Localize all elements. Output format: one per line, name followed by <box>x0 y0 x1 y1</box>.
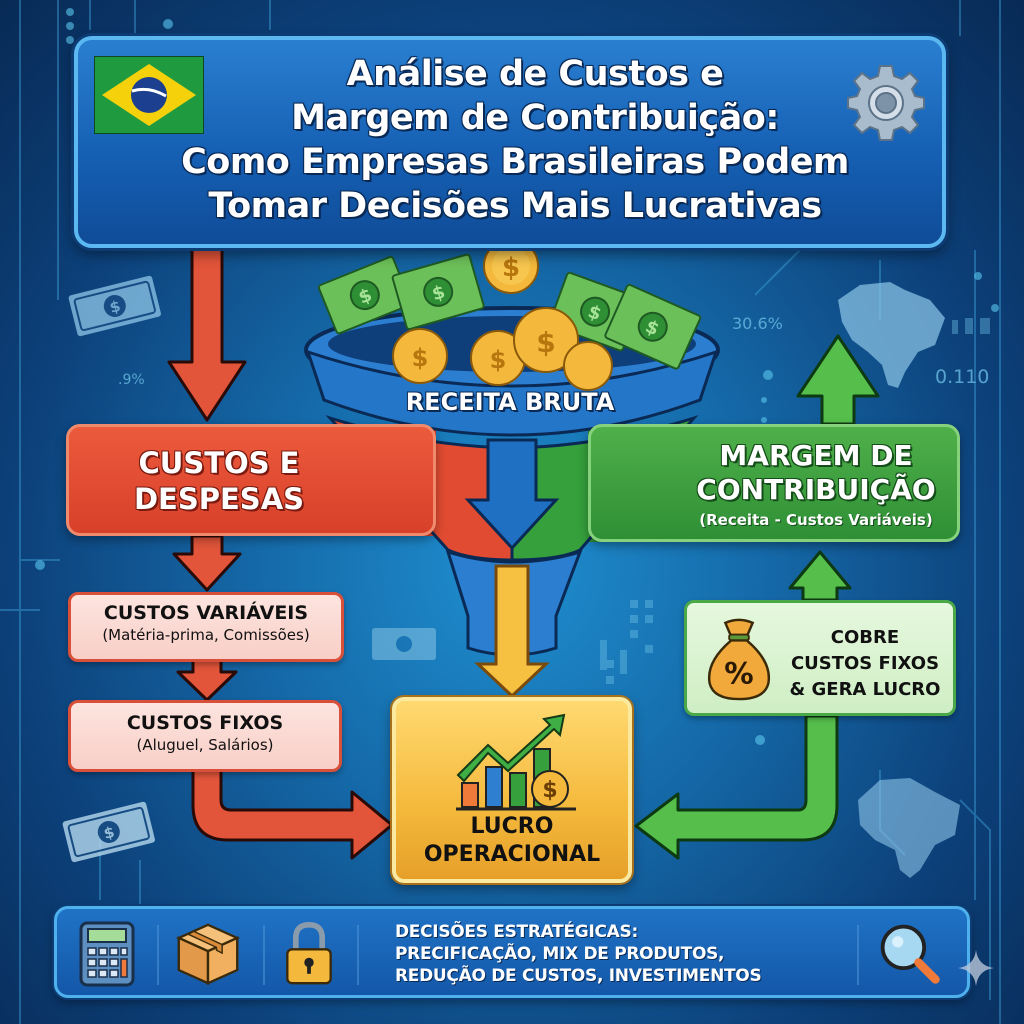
magnifier-icon <box>880 924 940 984</box>
growth-chart-icon: $ <box>456 713 576 811</box>
brazil-flag-icon <box>94 56 204 134</box>
stat-decor-3: .9% <box>118 372 145 388</box>
svg-text:$: $ <box>430 282 448 306</box>
fixed-costs-title: CUSTOS FIXOS <box>126 712 284 734</box>
faded-banknote-icon: $ <box>62 801 155 863</box>
svg-text:%: % <box>724 656 753 690</box>
gear-icon <box>847 65 925 141</box>
red-down-arrow-icon <box>167 244 394 860</box>
faded-banknote-icon <box>372 628 436 660</box>
strategic-line3: REDUÇÃO DE CUSTOS, INVESTIMENTOS <box>395 966 762 986</box>
svg-text:$: $ <box>536 326 555 359</box>
fixed-costs-examples: (Aluguel, Salários) <box>136 736 274 754</box>
covers-line3: & GERA LUCRO <box>789 679 941 700</box>
variable-costs-examples: (Matéria-prima, Comissões) <box>102 626 310 644</box>
profit-line2: OPERACIONAL <box>423 842 601 867</box>
costs-title-line1: CUSTOS E <box>138 446 300 480</box>
margin-box: MARGEM DE CONTRIBUIÇÃO (Receita - Custos… <box>588 424 960 542</box>
box-icon <box>175 923 241 986</box>
page-title: Análise de Custos e Margem de Contribuiç… <box>181 54 849 226</box>
title-banner: Análise de Custos e Margem de Contribuiç… <box>74 36 946 248</box>
strategic-decisions-text: DECISÕES ESTRATÉGICAS: PRECIFICAÇÃO, MIX… <box>395 921 875 987</box>
padlock-icon <box>286 921 332 985</box>
costs-title-line2: DESPESAS <box>133 482 305 516</box>
costs-box: CUSTOS E DESPESAS <box>66 424 436 536</box>
svg-text:$: $ <box>542 778 557 803</box>
variable-costs-title: CUSTOS VARIÁVEIS <box>103 602 309 624</box>
margin-title-line2: CONTRIBUIÇÃO <box>696 473 936 506</box>
divider <box>357 925 359 985</box>
svg-text:$: $ <box>502 253 520 283</box>
brazil-map-top <box>838 282 945 388</box>
svg-text:$: $ <box>108 297 122 317</box>
strategic-line1: DECISÕES ESTRATÉGICAS: <box>395 922 638 942</box>
stat-decor-2: 0.110 <box>935 366 990 388</box>
covers-line2: CUSTOS FIXOS <box>790 653 940 674</box>
profit-line1: LUCRO <box>470 814 554 839</box>
strategic-decisions-bar: DECISÕES ESTRATÉGICAS: PRECIFICAÇÃO, MIX… <box>54 906 970 998</box>
divider <box>263 925 265 985</box>
green-up-arrow-icon <box>634 334 880 860</box>
margin-title-line1: MARGEM DE <box>719 439 913 472</box>
covers-fixed-costs-box: % COBRE CUSTOS FIXOS & GERA LUCRO <box>684 600 956 716</box>
calculator-icon <box>79 921 135 987</box>
coin-icon: $ $ $ $ <box>392 238 613 391</box>
funnel-label-receita-bruta: RECEITA BRUTA <box>405 388 615 416</box>
strategic-line2: PRECIFICAÇÃO, MIX DE PRODUTOS, <box>395 944 725 964</box>
svg-text:$: $ <box>412 344 429 372</box>
stat-decor-1: 30.6% <box>732 314 783 333</box>
margin-formula: (Receita - Custos Variáveis) <box>699 511 933 529</box>
faded-banknote-icon: $ <box>68 275 161 337</box>
money-bag-percent-icon: % <box>707 618 771 701</box>
banknote-icon: $ $ $ $ <box>317 253 702 370</box>
sparkle-icon <box>958 950 994 986</box>
operating-profit-box: $ LUCRO OPERACIONAL <box>392 697 632 883</box>
divider <box>157 925 159 985</box>
fixed-costs-box: CUSTOS FIXOS (Aluguel, Salários) <box>68 700 342 772</box>
svg-text:$: $ <box>102 823 116 843</box>
variable-costs-box: CUSTOS VARIÁVEIS (Matéria-prima, Comissõ… <box>68 592 344 662</box>
svg-text:$: $ <box>490 346 507 374</box>
divider <box>857 925 859 985</box>
covers-line1: COBRE <box>830 627 900 648</box>
brazil-map-bottom <box>858 778 960 878</box>
